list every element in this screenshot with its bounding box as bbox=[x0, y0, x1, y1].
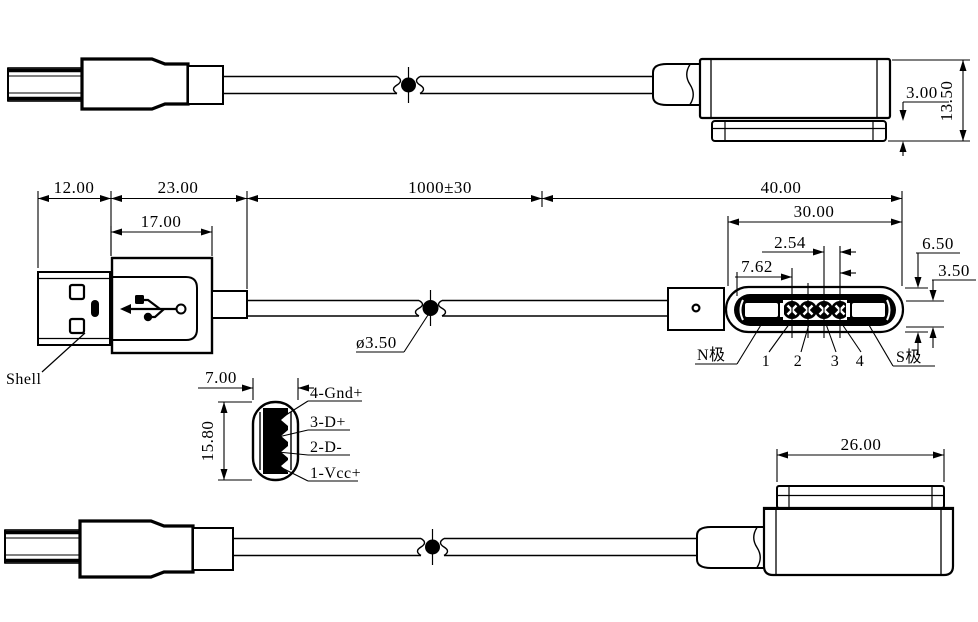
dim-plate-height-text: 3.00 bbox=[906, 83, 938, 102]
strain-relief-side bbox=[187, 65, 224, 105]
dim-face-height-text: 6.50 bbox=[922, 234, 954, 253]
usb-shell-side bbox=[7, 67, 84, 102]
pin-number-2: 2 bbox=[794, 353, 803, 370]
dim-total-height: 13.50 bbox=[888, 59, 970, 142]
pole-and-pin-labels: N极 S极 1 2 3 4 bbox=[695, 319, 935, 370]
pinout-dminus: 2-D- bbox=[310, 439, 342, 456]
shell-label: Shell bbox=[6, 371, 41, 388]
usb-plug-plan: Shell bbox=[6, 256, 248, 388]
cable-middle: ø3.50 bbox=[247, 290, 668, 353]
dim-slot-height: 3.50 bbox=[906, 261, 976, 348]
dim-pin-offset-text: 7.62 bbox=[741, 257, 773, 276]
n-pole-label: N极 bbox=[697, 346, 726, 364]
dim-section-height: 15.80 bbox=[198, 401, 252, 481]
pinout-labels: 4-Gnd+ 3-D+ 2-D- 1-Vcc+ bbox=[277, 385, 363, 482]
usb-contact-window-2 bbox=[68, 317, 86, 335]
magnet-head-face-view bbox=[667, 246, 905, 338]
usb-latch-slot bbox=[91, 300, 99, 317]
cable-break-symbol bbox=[401, 77, 416, 93]
dim-cable-length: 1000±30 bbox=[408, 178, 472, 197]
plan-view: 12.00 23.00 1000±30 40.00 17.00 bbox=[6, 178, 976, 388]
dim-body-length-text: 17.00 bbox=[141, 212, 182, 231]
magnet-head-bottom-view bbox=[696, 485, 955, 577]
dim-section-height-text: 15.80 bbox=[198, 421, 217, 462]
dim-shell-length: 12.00 bbox=[54, 178, 95, 197]
dim-face-length: 30.00 bbox=[727, 202, 902, 286]
cable-break-symbol bbox=[422, 300, 439, 316]
pin-number-3: 3 bbox=[831, 353, 840, 370]
cable-top bbox=[223, 67, 654, 103]
head-boot bbox=[667, 287, 725, 331]
usb-trident-icon bbox=[120, 295, 187, 322]
pin-number-1: 1 bbox=[762, 353, 771, 370]
dim-plate-length: 26.00 bbox=[776, 435, 945, 482]
cable-bottom bbox=[233, 529, 697, 565]
dim-face-length-text: 30.00 bbox=[794, 202, 835, 221]
section-body bbox=[251, 400, 300, 482]
dim-plate-length-text: 26.00 bbox=[841, 435, 882, 454]
dimension-chain: 12.00 23.00 1000±30 40.00 bbox=[37, 178, 903, 289]
magnet-head-top-view bbox=[652, 57, 892, 142]
dim-body-length: 17.00 bbox=[110, 212, 213, 256]
pinout-gnd: 4-Gnd+ bbox=[310, 385, 363, 402]
dim-plate-height: 3.00 bbox=[899, 83, 949, 156]
pin-number-4: 4 bbox=[856, 353, 865, 370]
pinout-dplus: 3-D+ bbox=[310, 414, 346, 431]
strain-relief-side bbox=[192, 527, 234, 571]
dim-section-width: 7.00 bbox=[198, 368, 314, 400]
cable-break-symbol bbox=[425, 539, 440, 555]
dim-total-height-text: 13.50 bbox=[937, 81, 956, 122]
dim-slot-height-text: 3.50 bbox=[938, 261, 970, 280]
section-view: 7.00 15.80 4-Gnd+ bbox=[198, 368, 363, 482]
usb-shell-side bbox=[4, 529, 81, 564]
dim-pin-pitch-text: 2.54 bbox=[774, 233, 806, 252]
bottom-side-view: 26.00 bbox=[4, 435, 955, 579]
usb-overmold-side bbox=[80, 57, 190, 111]
dim-head-length: 40.00 bbox=[761, 178, 802, 197]
s-pole-magnet bbox=[852, 303, 885, 317]
dim-pin-offset: 7.62 bbox=[735, 257, 792, 281]
boot-hole bbox=[691, 303, 701, 313]
n-pole-magnet bbox=[745, 303, 778, 317]
top-side-view: 3.00 13.50 bbox=[7, 57, 970, 156]
s-pole-label: S极 bbox=[896, 348, 922, 366]
dim-face-height: 6.50 bbox=[905, 234, 960, 354]
dim-overmold-length: 23.00 bbox=[158, 178, 199, 197]
pinout-vcc: 1-Vcc+ bbox=[310, 465, 361, 482]
usb-contact-window-1 bbox=[68, 283, 86, 301]
dim-cable-diameter: ø3.50 bbox=[356, 333, 397, 352]
usb-neck bbox=[211, 290, 248, 319]
shell-leader bbox=[41, 332, 86, 373]
dim-section-width-text: 7.00 bbox=[205, 368, 237, 387]
usb-overmold-side bbox=[78, 519, 195, 579]
dim-pin-pitch: 2.54 bbox=[762, 233, 856, 277]
